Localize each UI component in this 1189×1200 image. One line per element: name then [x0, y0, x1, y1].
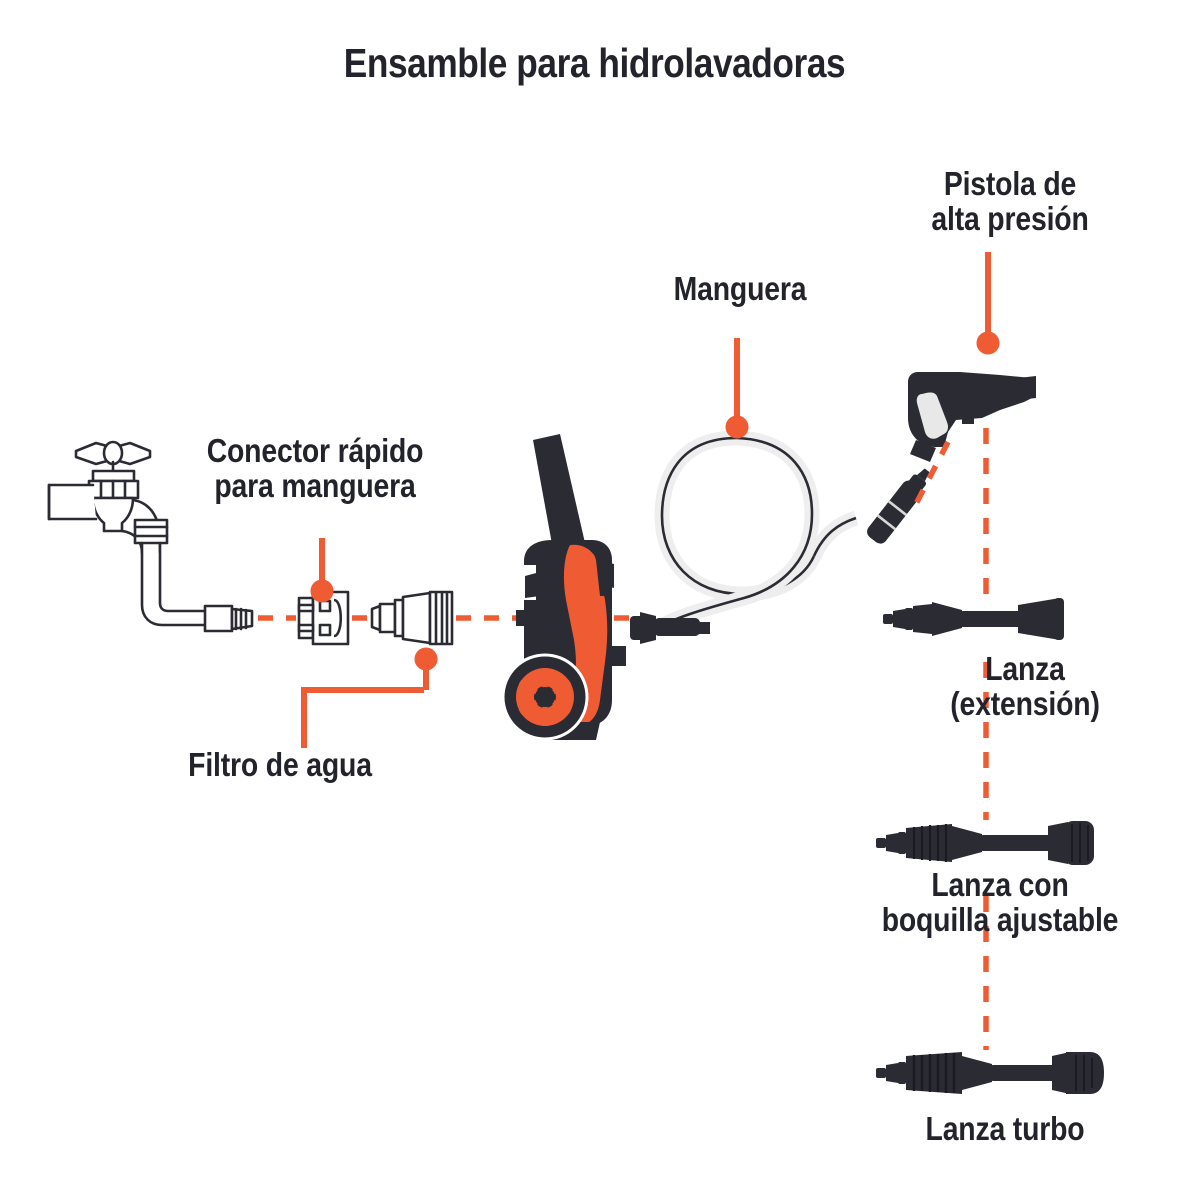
leader-hose — [725, 338, 749, 439]
connection-dashes-right — [913, 428, 989, 1050]
label-filtro-de-agua: Filtro de agua — [188, 746, 372, 783]
lance-extension-illustration — [883, 598, 1064, 640]
pressure-washer-illustration — [501, 434, 626, 741]
page-title: Ensamble para hidrolavadoras — [343, 40, 846, 86]
label-conector-rapido: Conector rápido para manguera — [206, 432, 424, 504]
hose-end-gun — [867, 468, 930, 544]
label-manguera: Manguera — [673, 270, 807, 307]
leader-lines — [301, 252, 1000, 748]
water-filter-illustration — [370, 590, 454, 646]
label-lanza-boquilla-ajustable: Lanza con boquilla ajustable — [881, 866, 1119, 938]
lance-turbo-illustration — [876, 1052, 1104, 1094]
label-pistola-alta-presion: Pistola de alta presión — [931, 165, 1089, 237]
faucet-illustration — [47, 440, 254, 633]
spray-gun-illustration — [908, 372, 1036, 462]
leader-quick-connector — [310, 538, 334, 603]
lance-adjustable-illustration — [876, 821, 1094, 865]
hose-end-machine — [630, 612, 710, 644]
leader-water-filter — [301, 647, 438, 748]
label-lanza-extension: Lanza (extensión) — [950, 650, 1100, 722]
leader-spray-gun — [976, 252, 1000, 355]
label-lanza-turbo: Lanza turbo — [925, 1110, 1085, 1147]
hose-illustration — [630, 430, 930, 644]
